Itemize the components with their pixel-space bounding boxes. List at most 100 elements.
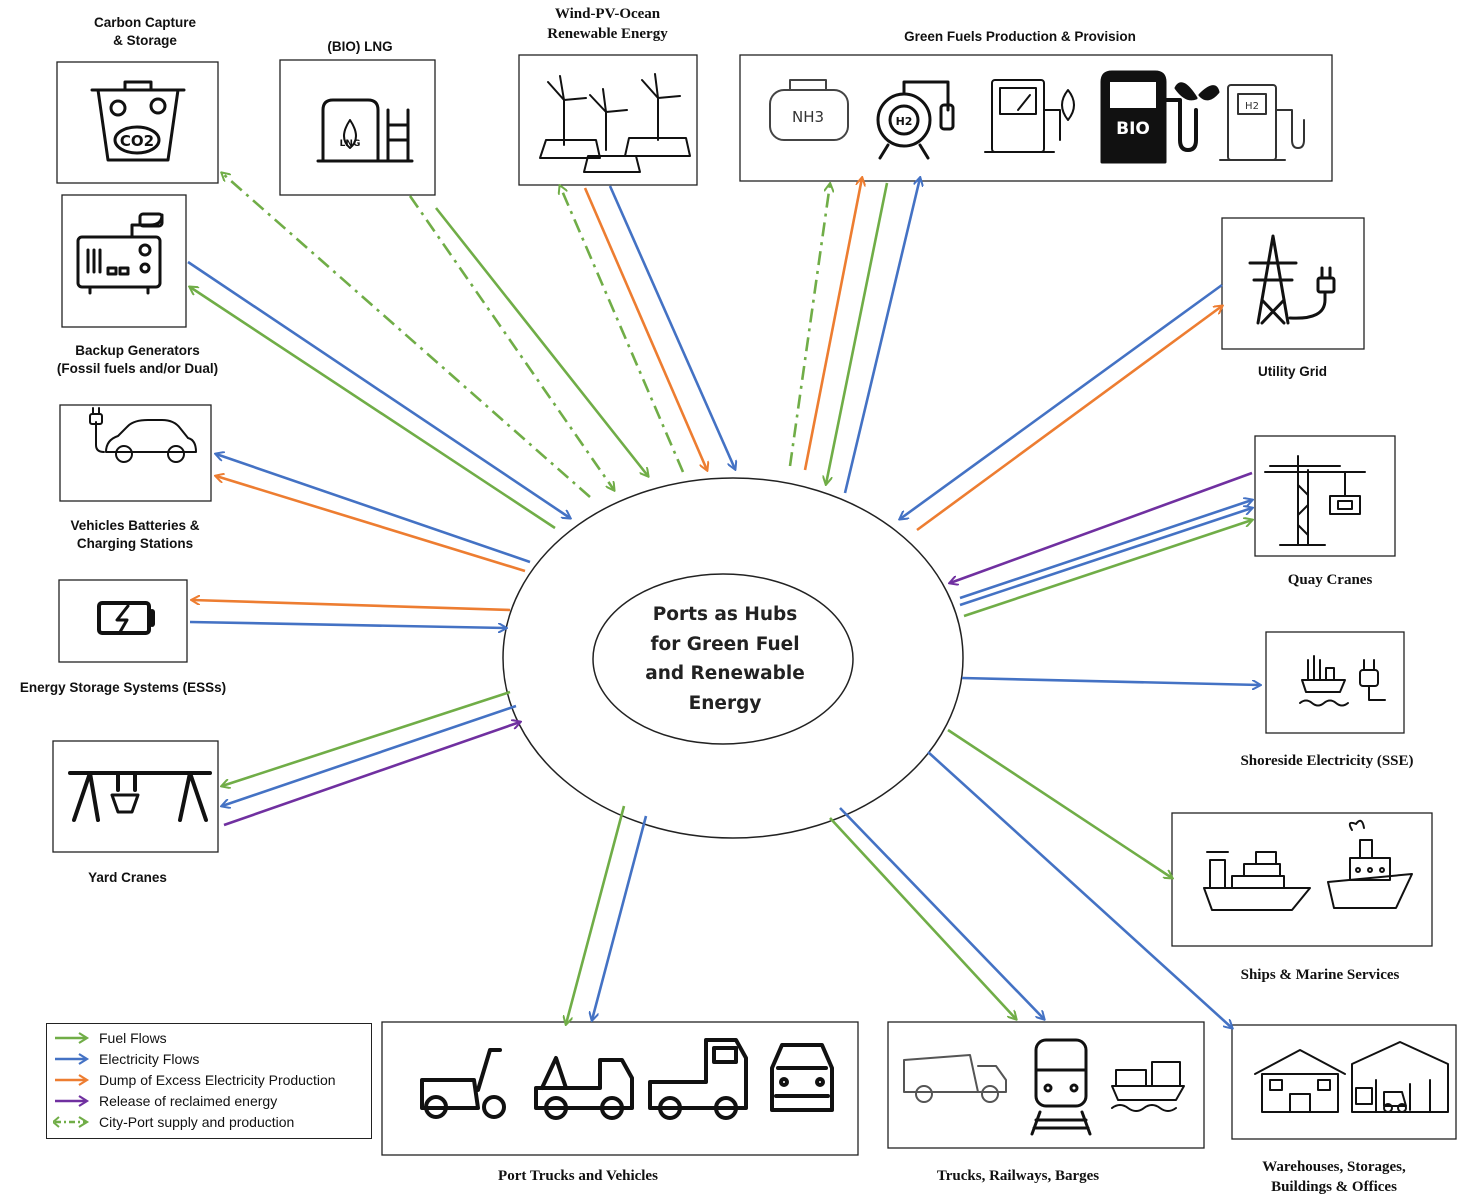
quay-crane-icon [1264,455,1366,546]
bio-pump-icon: BIO [1100,70,1220,164]
arrow-elec-wind [608,185,735,469]
label-ships: Ships & Marine Services [1210,965,1430,985]
arrow-fuel-lng [434,207,648,476]
co2-bin-icon: CO2 [90,80,186,162]
power-tower-icon [1248,234,1336,325]
barge-icon [1111,1061,1185,1112]
scooter-truck-icon [420,1048,506,1119]
svg-text:NH3: NH3 [792,108,824,126]
arrow-dump-vehicles [216,476,526,573]
battery-icon [97,601,155,635]
yard-crane-icon [68,771,212,822]
hub-title-line-4: Energy [688,692,762,714]
hub-title: Ports as Hubs for Green Fuel and Renewab… [600,600,850,718]
arrow-dump-wind [583,187,707,470]
box-bio-lng [279,59,436,196]
arrow-fuel-backup [190,287,556,530]
label-wind-pv-line-2: Renewable Energy [547,26,668,43]
arrow-elec-quay [959,500,1252,600]
arrow-elec-shoreside [961,676,1260,685]
arrow-fuel-port-trucks [566,805,626,1024]
label-vehicle-batteries-line-1: Vehicles Batteries & [70,518,200,533]
label-bio-lng: (BIO) LNG [290,38,430,56]
arrow-elec-backup [187,260,570,518]
arrow-elec-grid [900,283,1223,519]
tugboat-icon [1327,819,1413,909]
box-warehouses [1231,1024,1457,1140]
label-energy-storage-line-1: Energy Storage Systems (ESSs) [19,680,227,695]
legend-city-port-arrow [53,1116,90,1128]
label-port-trucks: Port Trucks and Vehicles [460,1166,696,1186]
arrow-city-port-carbon [222,173,591,498]
h2-pump-icon: H2 [1219,84,1305,161]
arrow-elec2-quay [959,508,1252,607]
label-shoreside-line-1: Shoreside Electricity (SSE) [1240,753,1414,769]
arrow-elec-trucks-rail [839,807,1044,1019]
label-utility-grid: Utility Grid [1230,363,1355,381]
arrow-recl-quay [950,471,1253,583]
label-bio-lng-line-1: (BIO) LNG [327,39,393,54]
box-shoreside [1265,631,1405,734]
generator-icon [76,212,164,295]
arrow-city-port-lng [408,195,614,490]
h2-tank-icon: H2 [876,80,955,160]
label-warehouses: Warehouses, Storages, Buildings & Office… [1236,1157,1432,1198]
box-green-fuels [739,54,1333,182]
label-carbon-capture-line-1: Carbon Capture [93,15,196,30]
arrow-recl-yard [223,722,520,827]
label-yard-cranes: Yard Cranes [60,869,195,887]
legend-dump-arrow [55,1074,90,1086]
hub-inner-ellipse [592,573,854,745]
nh3-tank-icon: NH3 [769,79,849,141]
tow-truck-icon [534,1056,634,1120]
hub-title-line-2: for Green Fuel [650,633,800,655]
legend-dump: Dump of Excess Electricity Production [53,1070,336,1090]
label-quay-cranes: Quay Cranes [1265,570,1395,590]
box-wind-pv [518,54,698,186]
legend-fuel-label: Fuel Flows [99,1030,167,1046]
legend-fuel-arrow [55,1032,90,1044]
svg-text:LNG: LNG [340,139,361,149]
label-backup-generators-line-1: Backup Generators [75,343,200,358]
label-backup-generators-line-2: (Fossil fuels and/or Dual) [56,361,219,377]
legend-dump-label: Dump of Excess Electricity Production [99,1072,336,1088]
arrow-fuel-trucks-rail [829,817,1016,1019]
legend-reclaimed-label: Release of reclaimed energy [99,1093,278,1109]
arrow-elec-port-trucks [592,815,648,1020]
arrow-dump-green [803,178,862,471]
svg-text:CO2: CO2 [120,132,154,150]
pickup-truck-icon [648,1038,748,1120]
central-hub [502,477,964,839]
label-green-fuels-line-1: Green Fuels Production & Provision [904,29,1136,44]
legend-electricity: Electricity Flows [53,1049,199,1069]
arrow-elec-green [843,178,920,494]
train-icon [1030,1038,1092,1136]
lng-tank-icon: LNG [316,98,414,163]
wind-solar-icon [539,73,691,173]
label-wind-pv: Wind-PV-Ocean Renewable Energy [505,4,710,45]
box-port-trucks [381,1021,859,1156]
hub-title-line-1: Ports as Hubs [652,604,798,625]
label-vehicle-batteries-line-2: Charging Stations [76,536,194,552]
label-backup-generators: Backup Generators (Fossil fuels and/or D… [30,342,245,378]
svg-text:H2: H2 [896,115,913,128]
label-utility-grid-line-1: Utility Grid [1257,364,1327,379]
green-pump-icon [984,79,1075,153]
label-carbon-capture-line-2: & Storage [113,33,177,49]
arrow-dump-ess [192,600,511,612]
hub-title-line-3: and Renewable [645,663,805,685]
arrow-elec-warehouses [927,751,1232,1028]
svg-text:BIO: BIO [1116,119,1150,139]
svg-text:H2: H2 [1245,101,1259,112]
label-wind-pv-line-1: Wind-PV-Ocean [554,6,661,22]
icons: CO2 LNG NH3 H2 [68,70,1449,1136]
flow-arrows [187,173,1260,1028]
label-vehicle-batteries: Vehicles Batteries & Charging Stations [35,517,235,553]
label-energy-storage: Energy Storage Systems (ESSs) [8,679,238,697]
box-quay-cranes [1254,435,1396,557]
legend-fuel: Fuel Flows [53,1028,167,1048]
label-shoreside: Shoreside Electricity (SSE) [1222,751,1432,771]
dump-truck-icon [903,1054,1007,1103]
label-warehouses-line-2: Buildings & Offices [1271,1179,1397,1196]
